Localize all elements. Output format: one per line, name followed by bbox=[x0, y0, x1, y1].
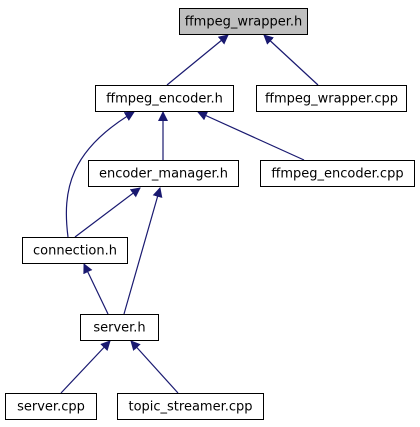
node-box[interactable] bbox=[260, 160, 415, 187]
node-label: connection.h bbox=[33, 244, 117, 259]
node-box[interactable] bbox=[256, 85, 407, 112]
node-ffmpeg-encoder-cpp[interactable]: ffmpeg_encoder.cpp bbox=[260, 160, 415, 187]
node-label: ffmpeg_wrapper.cpp bbox=[265, 92, 398, 107]
edges-layer bbox=[60, 34, 319, 394]
node-topic-streamer-cpp[interactable]: topic_streamer.cpp bbox=[117, 393, 264, 420]
nodes-layer: ffmpeg_wrapper.h ffmpeg_encoder.h ffmpeg_w… bbox=[5, 8, 415, 420]
node-encoder-manager-h[interactable]: encoder_manager.h bbox=[88, 160, 239, 187]
node-label: encoder_manager.h bbox=[99, 167, 228, 182]
node-label: server.cpp bbox=[17, 400, 85, 415]
node-label: ffmpeg_encoder.h bbox=[106, 92, 223, 107]
node-connection-h[interactable]: connection.h bbox=[22, 237, 128, 264]
node-box[interactable] bbox=[80, 314, 159, 341]
node-ffmpeg-wrapper-cpp[interactable]: ffmpeg_wrapper.cpp bbox=[256, 85, 407, 112]
node-box[interactable] bbox=[117, 393, 264, 420]
edge-topic-streamer-cpp-to-server-h bbox=[130, 340, 179, 394]
edge-server-cpp-to-server-h bbox=[60, 340, 111, 394]
edge-ffmpeg-encoder-cpp-to-ffmpeg-encoder-h bbox=[197, 111, 305, 161]
node-box[interactable] bbox=[22, 237, 128, 264]
node-label: ffmpeg_encoder.cpp bbox=[271, 167, 403, 182]
node-server-cpp[interactable]: server.cpp bbox=[5, 393, 97, 420]
node-label: topic_streamer.cpp bbox=[128, 400, 252, 415]
edge-connection-h-to-encoder-manager-h bbox=[74, 187, 141, 238]
node-ffmpeg-wrapper-h[interactable]: ffmpeg_wrapper.h bbox=[179, 8, 308, 35]
node-box[interactable] bbox=[179, 8, 308, 35]
node-label: server.h bbox=[93, 321, 145, 336]
node-ffmpeg-encoder-h[interactable]: ffmpeg_encoder.h bbox=[95, 85, 234, 112]
edge-server-h-to-connection-h bbox=[83, 263, 109, 315]
edge-ffmpeg-encoder-h-to-ffmpeg-wrapper-h bbox=[166, 34, 229, 86]
node-label: ffmpeg_wrapper.h bbox=[185, 15, 303, 30]
node-box[interactable] bbox=[5, 393, 97, 420]
node-box[interactable] bbox=[95, 85, 234, 112]
edge-server-h-to-encoder-manager-h bbox=[123, 187, 163, 315]
edge-ffmpeg-wrapper-cpp-to-ffmpeg-wrapper-h bbox=[263, 34, 319, 86]
node-server-h[interactable]: server.h bbox=[80, 314, 159, 341]
node-box[interactable] bbox=[88, 160, 239, 187]
edge-connection-h-to-ffmpeg-encoder-h bbox=[65, 111, 135, 238]
